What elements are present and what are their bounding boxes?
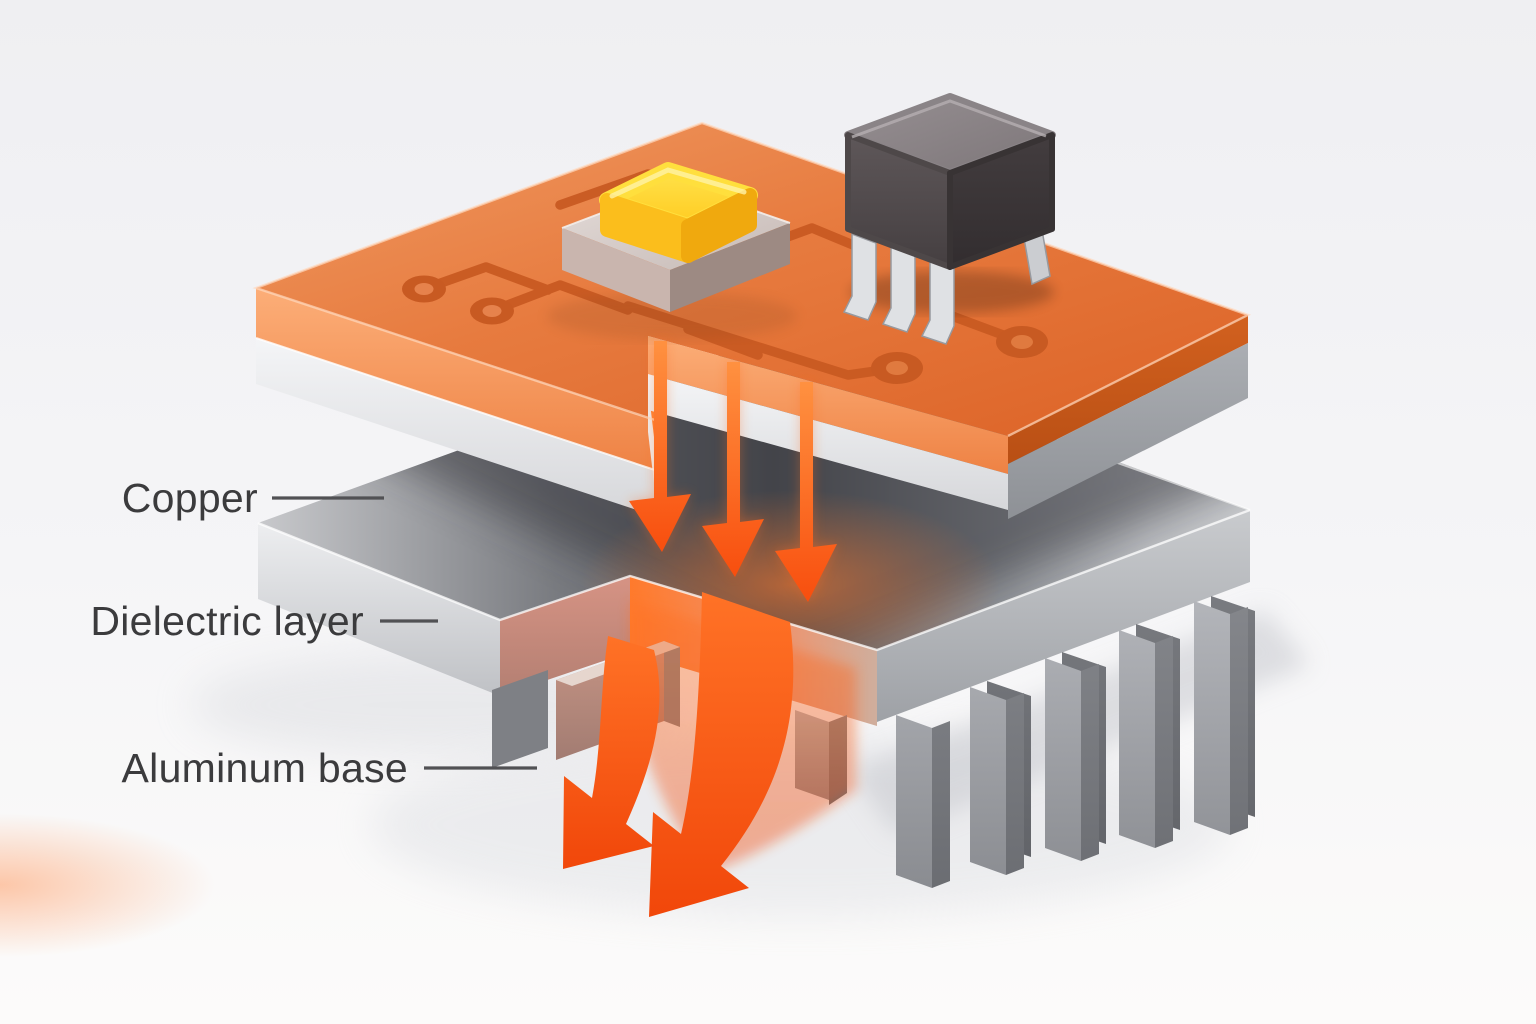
aluminum-label: Aluminum base: [122, 745, 408, 791]
led-component: [547, 162, 797, 340]
board-edge-highlight: [252, 121, 1252, 438]
chip-front-right-face: [947, 132, 1055, 270]
notch-inner-left-face: [500, 576, 630, 696]
curved-arrow-left: [563, 636, 660, 869]
heat-ribbon-arrows: [563, 592, 856, 917]
label-aluminum: Aluminum base: [122, 745, 537, 791]
annotations: Copper Dielectric layer Aluminum base: [90, 475, 537, 791]
copper-label: Copper: [122, 475, 258, 521]
dielectric-label: Dielectric layer: [90, 598, 364, 644]
fin-front-row-lit-faces: [896, 601, 1230, 888]
slab-edge-highlight: [257, 508, 1251, 652]
chip-top-rim: [851, 99, 1047, 139]
warm-glow-floor: [0, 813, 215, 957]
label-dielectric: Dielectric layer: [90, 598, 438, 644]
yellow-die: [599, 162, 758, 263]
dielectric-front-right-face: [877, 510, 1250, 722]
trace-pads: [402, 275, 1048, 384]
chip-pins-front: [842, 232, 955, 345]
base-bar-back: [492, 670, 548, 768]
curved-arrow-right: [649, 592, 794, 917]
label-copper: Copper: [122, 475, 384, 521]
pad-shadow: [547, 292, 797, 340]
straight-arrow-3: [775, 382, 837, 602]
yellow-die-specular: [609, 167, 747, 199]
copper-top-face: [256, 123, 1248, 436]
straight-arrow-1: [629, 341, 691, 552]
copper-front-right-face: [1008, 315, 1248, 464]
copper-front-left-face: [256, 288, 658, 471]
led-pad-front-left: [562, 228, 670, 312]
straight-arrow-2: [702, 362, 764, 577]
fin-front-row-shade-faces: [932, 607, 1248, 888]
led-pad-front-right: [670, 223, 790, 312]
silver-front-left-face: [256, 338, 658, 517]
silver-front-right-face: [1008, 343, 1248, 519]
ic-chip: [842, 93, 1056, 345]
heat-arrows-straight: [629, 341, 837, 602]
pad-hole: [414, 283, 434, 295]
yellow-die-front-right: [681, 188, 757, 263]
slab-back-edge-highlight: [1114, 461, 1251, 511]
copper-silver-seam: [255, 337, 659, 472]
pad-hole: [482, 305, 502, 317]
chip-pin: [842, 232, 877, 321]
pad-hole: [1011, 335, 1033, 349]
dielectric-front-left-face: [258, 523, 500, 696]
pad-hole: [886, 361, 908, 375]
